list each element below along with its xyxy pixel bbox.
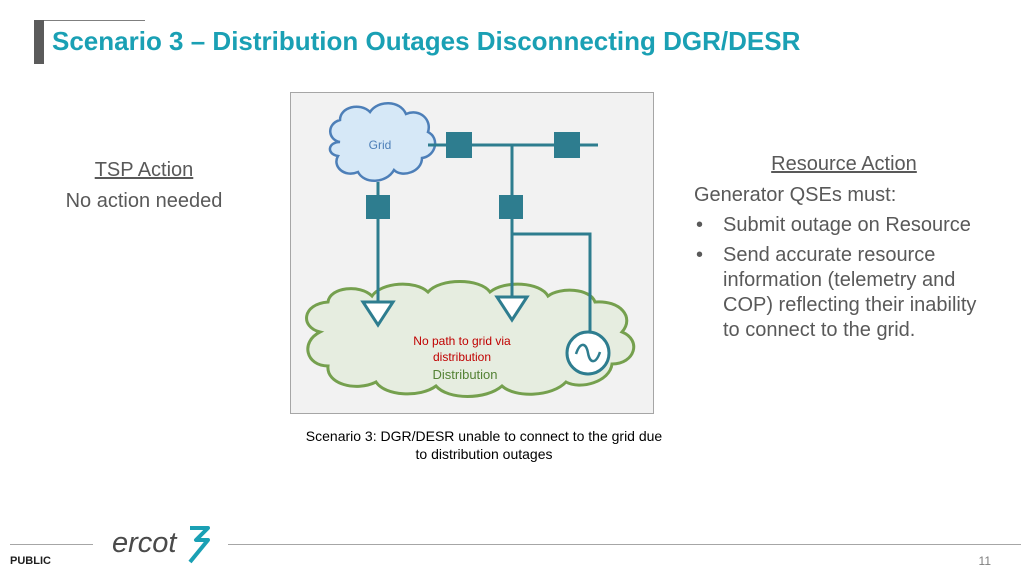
- list-item: • Send accurate resource information (te…: [694, 243, 1014, 343]
- breaker-icon: [554, 132, 580, 158]
- load-triangle-icon: [494, 295, 530, 323]
- no-path-label-1: No path to grid via: [413, 334, 511, 348]
- bullet-icon: •: [696, 214, 704, 236]
- grid-label: Grid: [369, 138, 392, 152]
- footer-rule-right: [228, 544, 1021, 545]
- ercot-logo: ercot: [112, 526, 210, 564]
- list-item-text-line: to connect to the grid.: [723, 319, 916, 341]
- footer-rule-left: [10, 544, 93, 545]
- list-item: • Submit outage on Resource: [694, 213, 1014, 238]
- public-label: PUBLIC: [10, 555, 51, 567]
- logo-bolt-icon: [188, 526, 210, 564]
- bullet-icon: •: [696, 244, 704, 266]
- breaker-icon: [446, 132, 472, 158]
- no-path-label-2: distribution: [433, 350, 491, 364]
- title-accent-bar: [34, 20, 44, 64]
- resource-action-list: • Submit outage on Resource • Send accur…: [694, 213, 1014, 343]
- load-triangle-icon: [360, 300, 396, 328]
- tsp-action-block: TSP Action No action needed: [40, 155, 248, 217]
- list-item-text-line: Send accurate resource: [723, 244, 936, 266]
- sine-wave-icon: [574, 343, 602, 363]
- logo-wordmark: ercot: [112, 527, 178, 559]
- tsp-action-text: No action needed: [65, 190, 223, 212]
- resource-action-block: Resource Action Generator QSEs must: • S…: [694, 152, 1014, 348]
- slide-title: Scenario 3 – Distribution Outages Discon…: [52, 26, 801, 56]
- diagram-caption: Scenario 3: DGR/DESR unable to connect t…: [284, 427, 684, 463]
- distribution-label: Distribution: [432, 367, 497, 382]
- page-number: 11: [978, 554, 991, 568]
- scenario-diagram: Grid No path to grid via distribution Di…: [290, 92, 654, 414]
- list-item-text: Submit outage on Resource: [723, 214, 971, 236]
- caption-line: to distribution outages: [415, 446, 553, 462]
- tsp-action-heading: TSP Action: [94, 159, 194, 181]
- list-item-text-line: COP) reflecting their inability: [723, 294, 977, 316]
- resource-action-intro: Generator QSEs must:: [694, 184, 897, 206]
- title-top-rule: [44, 20, 145, 21]
- breaker-icon: [366, 195, 390, 219]
- resource-action-heading: Resource Action: [771, 153, 917, 175]
- list-item-text-line: information (telemetry and: [723, 269, 956, 291]
- breaker-icon: [499, 195, 523, 219]
- generator-line: [512, 232, 592, 337]
- caption-line: Scenario 3: DGR/DESR unable to connect t…: [305, 428, 663, 444]
